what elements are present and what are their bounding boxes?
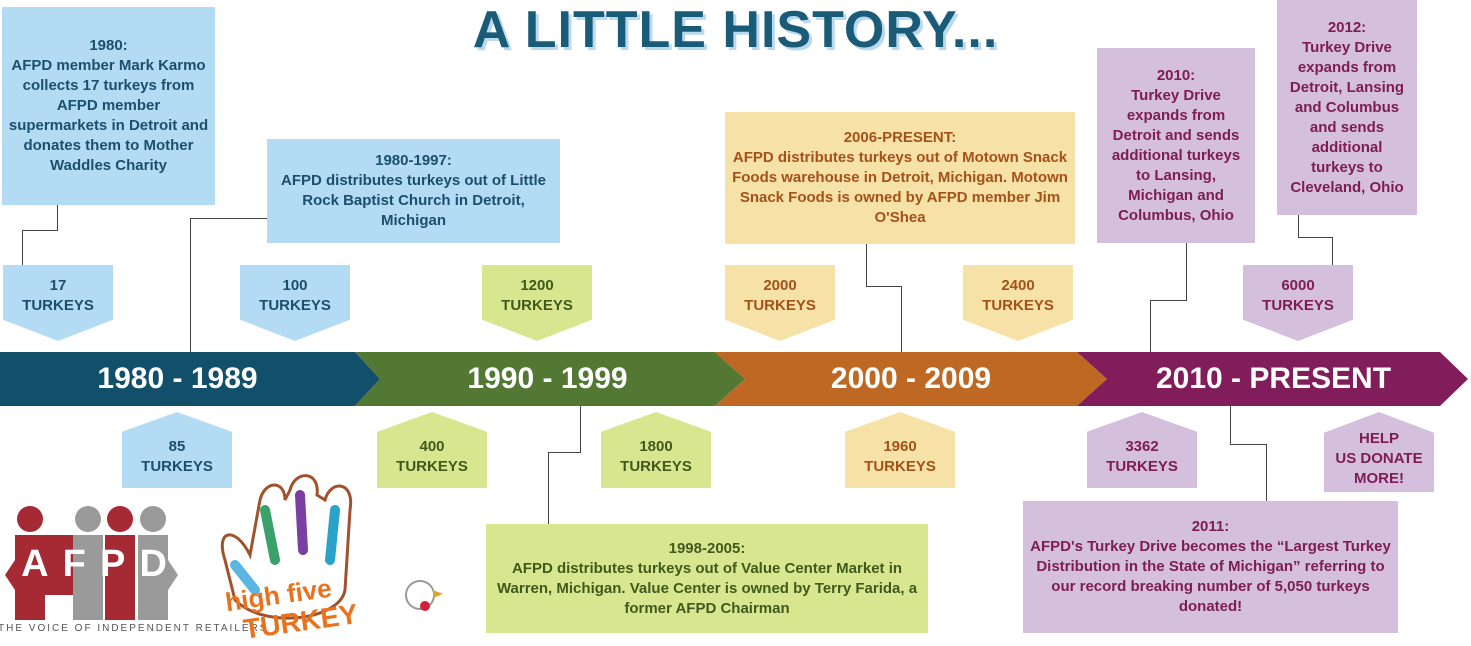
badge-unit: TURKEYS xyxy=(259,297,331,314)
note-1980-1997: 1980-1997: AFPD distributes turkeys out … xyxy=(267,139,560,243)
badge-1960-turkeys: 1960 TURKEYS xyxy=(845,412,955,488)
badge-number: 400 xyxy=(419,438,445,455)
badge-6000-turkeys: 6000 TURKEYS xyxy=(1243,265,1353,341)
badge-unit: TURKEYS xyxy=(22,297,94,314)
connector-2006 xyxy=(866,244,867,286)
connector-1998-2005 xyxy=(580,406,581,452)
hand-turkey-icon xyxy=(220,474,443,620)
afpd-letter-a: A xyxy=(21,543,49,585)
badge-2000-turkeys: 2000 TURKEYS xyxy=(725,265,835,341)
connector-2011 xyxy=(1266,444,1267,501)
badge-1200-turkeys: 1200 TURKEYS xyxy=(482,265,592,341)
help-line-3: MORE! xyxy=(1354,470,1404,487)
note-2010: 2010: Turkey Drive expands from Detroit … xyxy=(1097,48,1255,243)
timeline-arrow xyxy=(0,352,1468,406)
afpd-letter-f: F xyxy=(62,543,86,585)
note-2006-present: 2006-PRESENT: AFPD distributes turkeys o… xyxy=(725,112,1075,244)
badge-3362-turkeys: 3362 TURKEYS xyxy=(1087,412,1197,488)
connector-2011 xyxy=(1230,444,1266,445)
badge-help-donate[interactable]: HELP US DONATE MORE! xyxy=(1324,412,1434,492)
connector-2011 xyxy=(1230,406,1231,444)
note-2012: 2012: Turkey Drive expands from Detroit,… xyxy=(1277,0,1417,215)
afpd-logo-figures xyxy=(5,506,178,620)
connector-1980-1997 xyxy=(190,218,191,352)
connector-1998-2005 xyxy=(548,452,549,524)
badge-unit: TURKEYS xyxy=(501,297,573,314)
badge-unit: TURKEYS xyxy=(396,458,468,475)
segment-1990s-shape xyxy=(355,352,745,406)
badge-number: 6000 xyxy=(1281,277,1315,294)
connector-1980 xyxy=(22,230,23,265)
segment-2010s-shape xyxy=(1077,352,1468,406)
badge-100-turkeys: 100 TURKEYS xyxy=(240,265,350,341)
connector-1980 xyxy=(22,230,58,231)
afpd-logo: A F P D THE VOICE OF INDEPENDENT RETAILE… xyxy=(0,505,266,634)
help-line-1: HELP xyxy=(1358,430,1399,447)
badge-unit: TURKEYS xyxy=(1262,297,1334,314)
badge-number: 1800 xyxy=(639,438,673,455)
segment-1980s-shape xyxy=(0,352,380,406)
connector-1980 xyxy=(57,205,58,230)
badge-number: 2400 xyxy=(1001,277,1035,294)
connector-2006 xyxy=(866,286,901,287)
badge-number: 1960 xyxy=(883,438,917,455)
badge-unit: TURKEYS xyxy=(1106,458,1178,475)
connector-2010 xyxy=(1150,300,1151,352)
afpd-tagline: THE VOICE OF INDEPENDENT RETAILERS xyxy=(0,623,269,634)
high-five-turkey-logo: high five TURKEY xyxy=(205,470,455,645)
note-2011: 2011: AFPD's Turkey Drive becomes the “L… xyxy=(1023,501,1398,633)
badge-number: 2000 xyxy=(763,277,797,294)
connector-2006 xyxy=(901,286,902,352)
note-1980: 1980: AFPD member Mark Karmo collects 17… xyxy=(2,7,215,205)
connector-2012 xyxy=(1298,237,1332,238)
badge-number: 17 xyxy=(49,277,67,294)
badge-17-turkeys: 17 TURKEYS xyxy=(3,265,113,341)
help-line-2: US DONATE xyxy=(1335,450,1423,467)
connector-2010 xyxy=(1186,243,1187,300)
connector-2012 xyxy=(1298,215,1299,237)
page-title: A LITTLE HISTORY... xyxy=(472,1,999,59)
badge-1800-turkeys: 1800 TURKEYS xyxy=(601,412,711,488)
badge-2400-turkeys: 2400 TURKEYS xyxy=(963,265,1073,341)
segment-1980s-label: 1980 - 1989 xyxy=(97,362,258,395)
badge-unit: TURKEYS xyxy=(982,297,1054,314)
badge-unit: TURKEYS xyxy=(620,458,692,475)
badge-number: 85 xyxy=(168,438,186,455)
connector-2010 xyxy=(1150,300,1187,301)
connector-1998-2005 xyxy=(548,452,581,453)
connector-2012 xyxy=(1332,237,1333,265)
badge-unit: TURKEYS xyxy=(864,458,936,475)
badge-number: 3362 xyxy=(1125,438,1159,455)
afpd-letter-d: D xyxy=(139,543,167,585)
badge-unit: TURKEYS xyxy=(744,297,816,314)
afpd-letter-p: P xyxy=(99,543,126,585)
badge-unit: TURKEYS xyxy=(141,458,213,475)
segment-2010s-label: 2010 - PRESENT xyxy=(1155,362,1392,395)
connector-1980-1997 xyxy=(190,218,267,219)
segment-1990s-label: 1990 - 1999 xyxy=(467,362,628,395)
badge-number: 100 xyxy=(282,277,308,294)
badge-number: 1200 xyxy=(520,277,554,294)
segment-2000s-shape xyxy=(715,352,1107,406)
segment-2000s-label: 2000 - 2009 xyxy=(830,362,992,395)
note-1998-2005: 1998-2005: AFPD distributes turkeys out … xyxy=(486,524,928,633)
